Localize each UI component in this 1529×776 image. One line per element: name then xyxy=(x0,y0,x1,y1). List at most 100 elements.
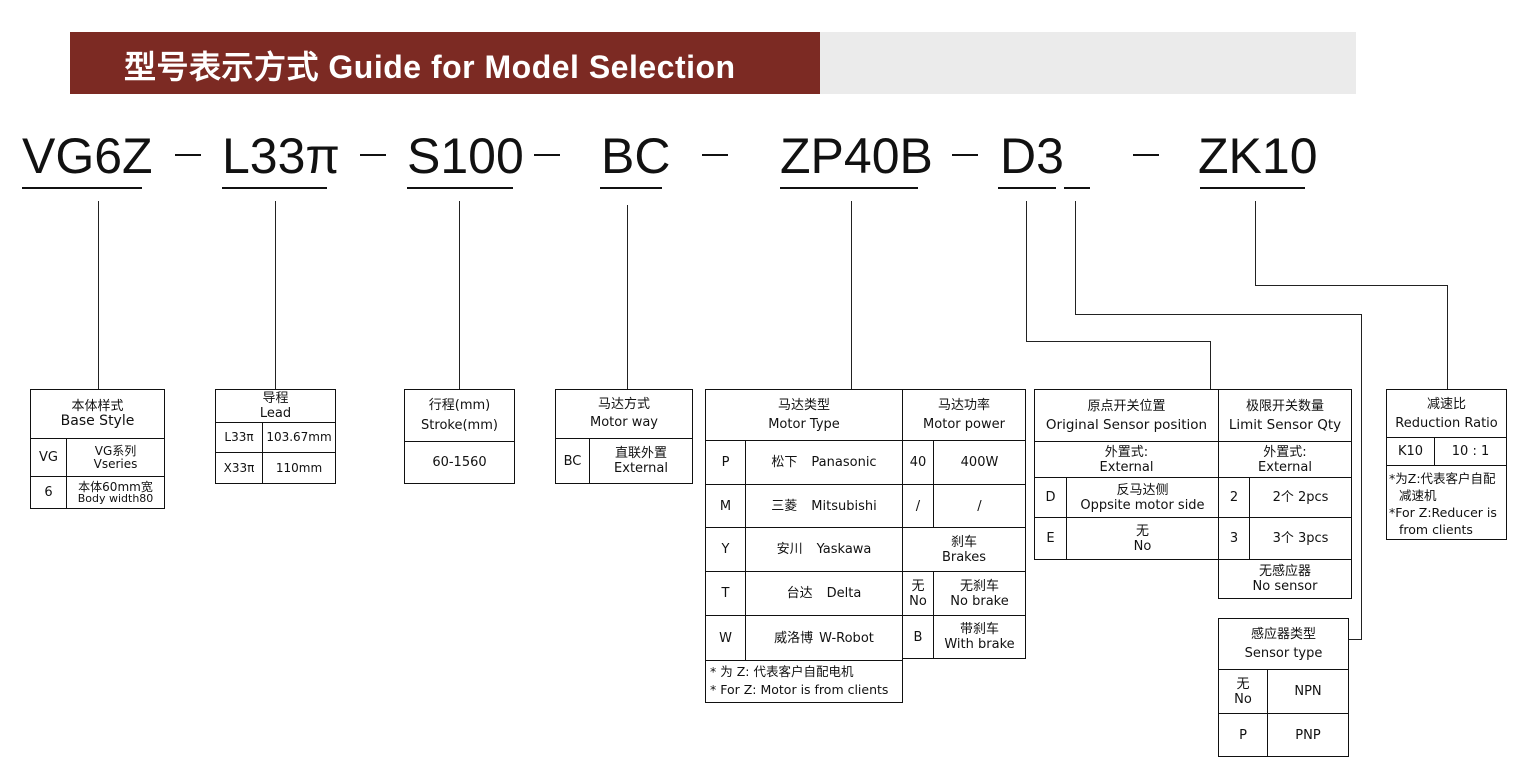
page-title: 型号表示方式 Guide for Model Selection xyxy=(124,49,736,85)
model-seg-motor: ZP40B xyxy=(780,128,933,184)
limit-sensor-title-en: Limit Sensor Qty xyxy=(1228,416,1342,433)
motor-type-code: W xyxy=(706,615,746,660)
base-style-title-en: Base Style xyxy=(60,413,135,429)
sensor-type-code: P xyxy=(1219,713,1268,756)
connector-line xyxy=(459,201,461,389)
underline xyxy=(780,187,918,189)
stroke-range: 60-1560 xyxy=(405,441,514,483)
origin-sensor-table: 原点开关位置 Original Sensor position 外置式: Ext… xyxy=(1034,389,1219,560)
motor-power-title-cn: 马达功率 xyxy=(937,398,990,413)
motor-way-cn: 直联外置 xyxy=(614,446,667,461)
motor-power-title-en: Motor power xyxy=(923,417,1005,432)
connector-line xyxy=(1361,314,1363,640)
base-style-en: Vseries xyxy=(93,456,138,471)
sensor-type-table: 感应器类型 Sensor type 无 No NPN P PNP xyxy=(1218,618,1349,757)
lead-title-en: Lead xyxy=(259,406,292,421)
base-style-code: 6 xyxy=(31,476,67,508)
motor-way-title-en: Motor way xyxy=(590,415,658,430)
underline xyxy=(1200,187,1305,189)
lead-table: 导程 Lead L33π 103.67mm X33π 110mm xyxy=(215,389,336,484)
motor-power-table: 马达功率 Motor power 40 400W / / 刹车 Brakes 无… xyxy=(902,389,1026,659)
underline xyxy=(998,187,1056,189)
lead-code: X33π xyxy=(216,452,263,483)
brake-title-en: Brakes xyxy=(941,549,987,565)
motor-type-en: Yaskawa xyxy=(816,542,872,557)
no-sensor-cn: 无感应器 xyxy=(1258,564,1311,579)
connector-line xyxy=(1349,639,1362,641)
motor-type-cn: 三菱 xyxy=(771,498,798,514)
no-sensor-en: No sensor xyxy=(1252,579,1318,594)
brake-option-en: No brake xyxy=(950,593,1009,609)
reduction-code: K10 xyxy=(1387,437,1435,465)
limit-sensor-code: 2 xyxy=(1219,477,1250,517)
model-seg-series: VG6Z xyxy=(22,128,153,184)
motor-type-en: Delta xyxy=(826,586,862,601)
model-seg-stroke: S100 xyxy=(407,128,524,184)
motor-type-code: Y xyxy=(706,527,746,571)
brake-code-en: No xyxy=(909,593,927,609)
limit-sensor-code: 3 xyxy=(1219,517,1250,559)
origin-sensor-option-cn: 无 xyxy=(1135,523,1149,539)
lead-title-cn: 导程 xyxy=(262,391,289,406)
sensor-type-title-en: Sensor type xyxy=(1244,646,1323,661)
connector-line xyxy=(1210,341,1212,389)
reduction-note-line: *为Z:代表客户自配 xyxy=(1389,471,1496,486)
motor-way-code: BC xyxy=(556,438,590,483)
connector-line xyxy=(98,201,100,389)
origin-sensor-code: D xyxy=(1035,477,1067,517)
reduction-note-line: from clients xyxy=(1399,522,1473,537)
connector-line xyxy=(1075,201,1077,315)
header-banner-extension xyxy=(820,32,1356,94)
motor-type-cn: 威洛博 xyxy=(774,630,814,646)
motor-type-title-cn: 马达类型 xyxy=(777,398,830,413)
base-style-table: 本体样式 Base Style VG VG系列 Vseries 6 本体60mm… xyxy=(30,389,165,509)
motor-way-table: 马达方式 Motor way BC 直联外置 External xyxy=(555,389,693,484)
lead-code: L33π xyxy=(216,422,263,452)
stroke-title-cn: 行程(mm) xyxy=(428,397,491,413)
motor-type-title-en: Motor Type xyxy=(768,417,840,432)
separator-dash xyxy=(1133,154,1159,156)
connector-line xyxy=(1255,285,1448,287)
underline xyxy=(600,187,662,189)
reduction-note-line: 减速机 xyxy=(1399,488,1437,503)
model-seg-lead: L33π xyxy=(222,128,340,184)
connector-line xyxy=(1026,201,1028,342)
lead-value: 103.67mm xyxy=(263,422,335,452)
motor-type-en: Panasonic xyxy=(811,455,877,470)
connector-line xyxy=(627,205,629,389)
origin-sensor-ext-en: External xyxy=(1099,459,1154,475)
connector-line xyxy=(1075,314,1362,316)
motor-power-value: 400W xyxy=(934,440,1025,484)
limit-sensor-ext-en: External xyxy=(1258,459,1312,475)
model-seg-motor-way: BC xyxy=(601,128,671,184)
motor-type-table: 马达类型 Motor Type P 松下 Panasonic M 三菱 Mits… xyxy=(705,389,903,703)
motor-type-cn: 安川 xyxy=(776,542,803,557)
underline xyxy=(22,187,142,189)
motor-type-note-en: * For Z: Motor is from clients xyxy=(710,682,889,697)
motor-type-note-cn: * 为 Z: 代表客户自配电机 xyxy=(710,664,854,679)
limit-sensor-qty: 3个 3pcs xyxy=(1250,517,1351,559)
origin-sensor-option-cn: 反马达侧 xyxy=(1116,482,1169,498)
base-style-en: Body width80 xyxy=(77,491,154,505)
connector-line xyxy=(1255,201,1257,286)
origin-sensor-code: E xyxy=(1035,517,1067,559)
sensor-type-title-cn: 感应器类型 xyxy=(1250,627,1316,642)
motor-type-code: P xyxy=(706,440,746,484)
limit-sensor-ext-cn: 外置式: xyxy=(1263,444,1307,460)
origin-sensor-title-cn: 原点开关位置 xyxy=(1087,398,1166,414)
sensor-type-code-en: No xyxy=(1234,691,1252,707)
reduction-ratio-table: 减速比 Reduction Ratio K10 10 : 1 *为Z:代表客户自… xyxy=(1386,389,1507,540)
separator-dash xyxy=(952,154,978,156)
brake-title-cn: 刹车 xyxy=(950,534,977,550)
stroke-title-en: Stroke(mm) xyxy=(421,417,498,433)
separator-dash xyxy=(175,154,201,156)
motor-type-code: M xyxy=(706,484,746,527)
origin-sensor-ext-cn: 外置式: xyxy=(1104,444,1149,460)
sensor-type-value: NPN xyxy=(1268,669,1348,713)
separator-dash xyxy=(534,154,560,156)
reduction-note-line: *For Z:Reducer is xyxy=(1389,505,1497,520)
brake-code-cn: 无 xyxy=(911,578,925,594)
motor-type-code: T xyxy=(706,571,746,615)
brake-code: B xyxy=(903,615,934,658)
motor-type-en: Mitsubishi xyxy=(811,498,877,514)
